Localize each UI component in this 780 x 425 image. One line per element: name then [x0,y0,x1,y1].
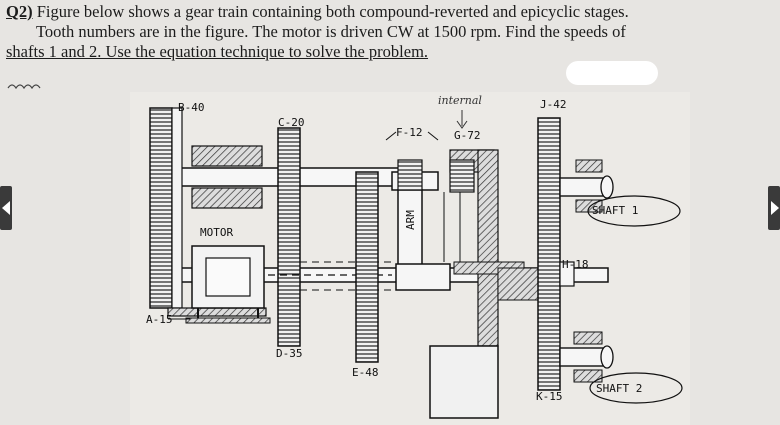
gear-g-teeth [449,159,475,193]
gear-c-d [277,127,301,347]
ring-hub [497,267,539,301]
shaft-2 [559,347,605,367]
handwritten-squiggle [7,84,41,90]
shaft2-gear-top [573,331,603,345]
question-number: Q2) [6,2,33,21]
previous-slide-button[interactable] [0,186,12,230]
problem-line-2: Tooth numbers are in the figure. The mot… [36,22,626,41]
problem-line-1: Q2) Figure below shows a gear train cont… [6,2,776,22]
bearing-upper-top [191,145,263,167]
label-gear-k: K-15 [536,390,563,403]
shaft1-gear-top [575,159,603,173]
label-gear-b: B-40 [178,101,205,114]
arrow-left-icon [2,201,10,215]
gear-h-stub [559,261,575,287]
gear-j-k [537,117,561,391]
label-internal-note: internal [438,94,482,107]
label-gear-d: D-35 [276,347,303,360]
label-gear-c: C-20 [278,116,305,129]
label-motor: MOTOR [200,226,233,239]
shaft2-gear-bottom [573,369,603,383]
shaft1-circle [587,195,681,227]
gear-g-base [429,345,499,419]
shaft2-end [600,345,614,369]
motor-rotor [205,257,251,297]
arm-hub [395,263,451,291]
shaft2-circle [589,372,683,404]
label-arm: ARM [404,210,417,230]
motor-base [185,317,271,324]
label-gear-h: H-18 [562,258,589,271]
gear-e [355,171,379,363]
label-gear-g: G-72 [454,129,481,142]
label-gear-f: F-12 [396,126,423,139]
gear-b [149,107,173,309]
gear-b-hub [171,107,183,309]
problem-text-1: Figure below shows a gear train containi… [36,2,629,21]
problem-statement: Q2) Figure below shows a gear train cont… [6,2,776,62]
gear-g-rim [477,149,499,347]
label-shaft-1: SHAFT 1 [592,204,638,217]
label-shaft-2: SHAFT 2 [596,382,642,395]
label-gear-j: J-42 [540,98,567,111]
shaft1-end [600,175,614,199]
label-gear-a: A-15 [146,313,173,326]
bearing-upper-bottom [191,187,263,209]
arrow-right-icon [771,201,779,215]
redaction-mark [566,61,658,85]
next-slide-button[interactable] [768,186,780,230]
gear-a [167,307,267,317]
label-gear-e: E-48 [352,366,379,379]
shaft-1 [559,177,605,197]
gear-f [397,159,423,191]
problem-line-3: shafts 1 and 2. Use the equation techniq… [6,42,429,61]
